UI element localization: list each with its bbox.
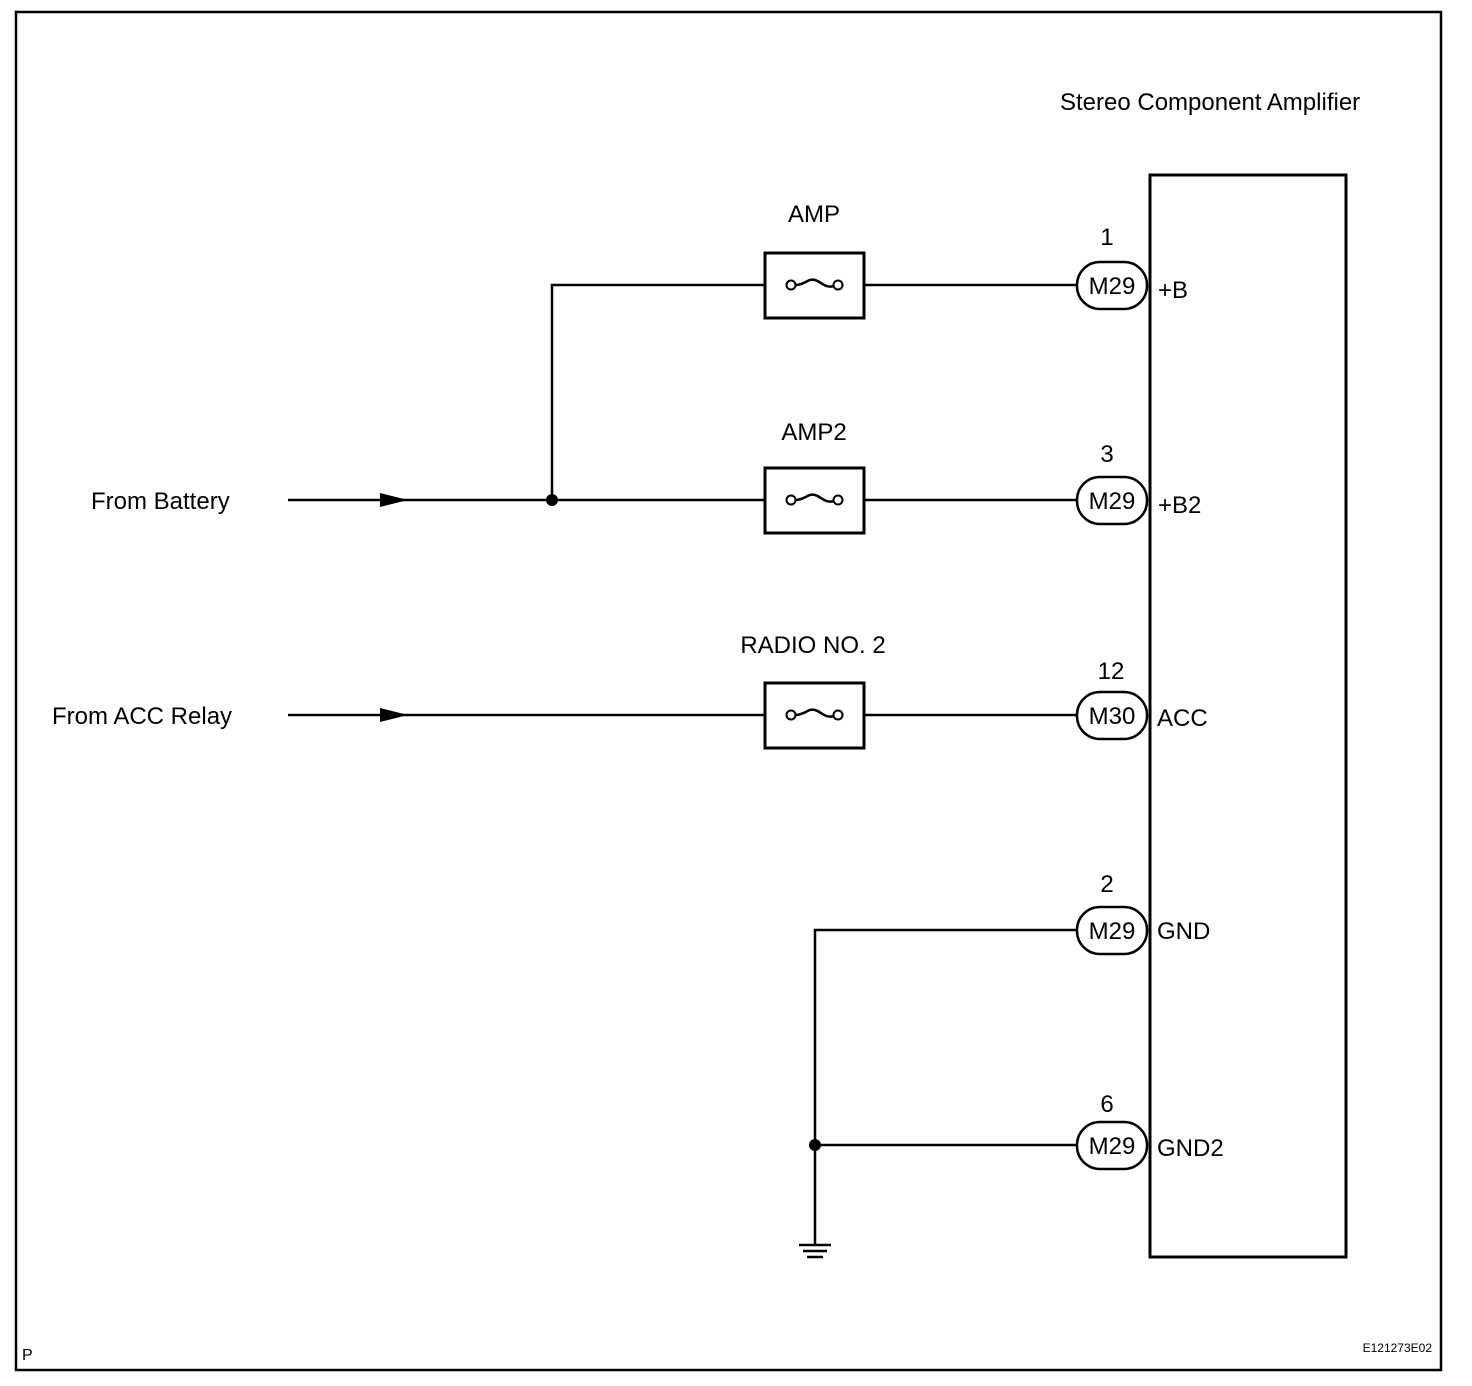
connector-oval bbox=[1075, 260, 1149, 311]
terminal-pin-2: 2 M29 GND bbox=[1075, 871, 1210, 956]
fuse-element-icon bbox=[794, 493, 838, 503]
source-battery-label: From Battery bbox=[91, 488, 230, 515]
connector-code: M30 bbox=[1089, 703, 1136, 730]
fuse-amp2: AMP2 bbox=[763, 419, 866, 535]
terminal-name: GND bbox=[1157, 918, 1210, 945]
figure-id: E121273E02 bbox=[1363, 1341, 1433, 1355]
terminal-name: +B2 bbox=[1158, 492, 1201, 519]
acc-arrow-icon bbox=[380, 708, 408, 722]
diagram-frame bbox=[14, 10, 1443, 1372]
connector-oval bbox=[1075, 905, 1149, 956]
source-acc-relay-label: From ACC Relay bbox=[52, 703, 232, 730]
fuse-amp-body bbox=[763, 251, 866, 320]
gnd-wire bbox=[813, 928, 1077, 1245]
component-title: Stereo Component Amplifier bbox=[1060, 89, 1360, 116]
fuse-radio2-body bbox=[763, 681, 866, 750]
fuse-radio2: RADIO NO. 2 bbox=[740, 632, 886, 750]
terminal-pin-3: 3 M29 +B2 bbox=[1075, 441, 1201, 526]
connector-code: M29 bbox=[1089, 273, 1136, 300]
fuse-element-icon bbox=[794, 708, 838, 718]
amp-branch-wire bbox=[550, 283, 765, 500]
connector-code: M29 bbox=[1089, 488, 1136, 515]
terminal-name: +B bbox=[1158, 277, 1188, 304]
terminal-pin-6: 6 M29 GND2 bbox=[1075, 1091, 1224, 1171]
connector-oval bbox=[1075, 475, 1149, 526]
terminal-pin-1: 1 M29 +B bbox=[1075, 224, 1188, 311]
pin-number: 6 bbox=[1100, 1091, 1113, 1118]
fuse-amp2-label: AMP2 bbox=[781, 419, 846, 446]
fuse-radio2-label: RADIO NO. 2 bbox=[740, 632, 885, 659]
pin-number: 1 bbox=[1100, 224, 1113, 251]
fuse-amp: AMP bbox=[763, 201, 866, 320]
connector-oval bbox=[1075, 1120, 1149, 1171]
ground-junction-dot bbox=[809, 1139, 821, 1151]
fuse-amp-label: AMP bbox=[788, 201, 840, 228]
fuse-element-icon bbox=[794, 278, 838, 288]
terminal-pin-12: 12 M30 ACC bbox=[1075, 658, 1208, 741]
section-code: P bbox=[22, 1347, 33, 1364]
fuse-amp2-body bbox=[763, 466, 866, 535]
ground-symbol-icon bbox=[799, 1243, 831, 1259]
amplifier-box bbox=[1148, 173, 1348, 1259]
connector-code: M29 bbox=[1089, 1133, 1136, 1160]
pin-number: 12 bbox=[1098, 658, 1125, 685]
terminal-name: ACC bbox=[1157, 705, 1208, 732]
battery-arrow-icon bbox=[380, 493, 408, 507]
terminal-name: GND2 bbox=[1157, 1135, 1224, 1162]
connector-oval bbox=[1075, 690, 1149, 741]
pin-number: 2 bbox=[1100, 871, 1113, 898]
pin-number: 3 bbox=[1100, 441, 1113, 468]
connector-code: M29 bbox=[1089, 918, 1136, 945]
